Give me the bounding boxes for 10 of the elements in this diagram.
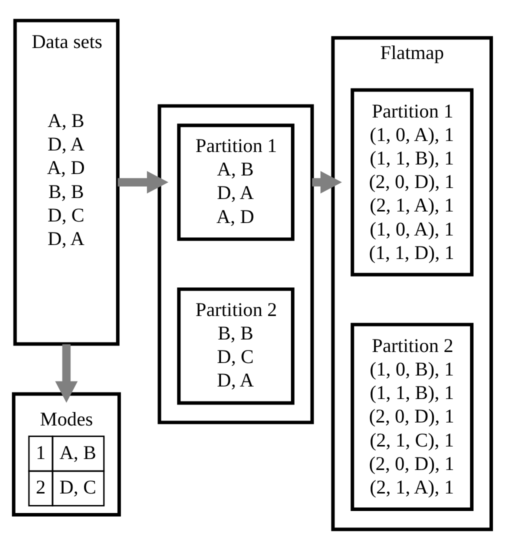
node-box: Partition 1 A, B D, A A, D	[177, 123, 294, 240]
node-box: Modes 1 A, B 2 D, C	[12, 392, 121, 516]
arrow	[312, 170, 342, 194]
arrow	[55, 344, 78, 402]
node-box: Partition 2 (1, 0, B), 1 (1, 1, B), 1 (2, 0, D), 1 (2, 1, C), 1 (2, 0, D), 1 (2, 1, A), 1	[350, 322, 474, 510]
cluster	[158, 104, 314, 424]
arrow	[118, 170, 168, 194]
node-box: Data sets A, B D, A A, D B, B D, C D, A	[13, 18, 120, 346]
node-box: Partition 2 B, B D, C D, A	[177, 286, 294, 404]
node-box: Partition 1 (1, 0, A), 1 (1, 1, B), 1 (2, 0, D), 1 (2, 1, A), 1 (1, 0, A), 1 (1, 1, D), 1	[350, 88, 474, 276]
